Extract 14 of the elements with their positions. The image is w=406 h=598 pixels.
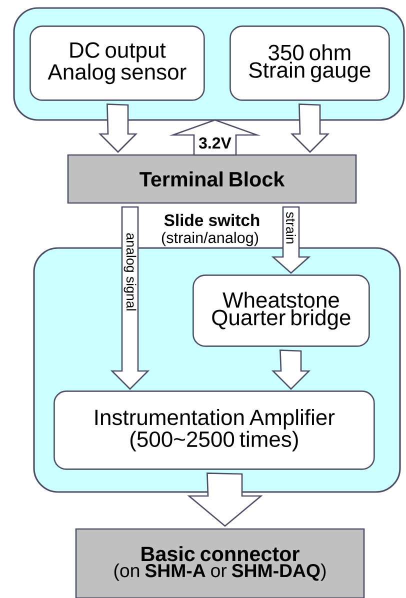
sensor-box: 350 ohm Strain gauge [230, 26, 390, 101]
edge-label: 3.2V [198, 136, 232, 150]
block-arrow [290, 104, 330, 153]
connector-box: Basic connector (on SHM-A or SHM-DAQ) [75, 528, 365, 598]
bridge-box: Wheatstone Quarter bridge [192, 274, 370, 347]
amplifier-box: Instrumentation Amplifier (500~2500 times) [54, 390, 375, 470]
edge-label: strain [285, 211, 297, 245]
sensor-box: DC output Analog sensor [30, 26, 205, 101]
block-arrow [98, 104, 138, 153]
block-arrow [187, 472, 263, 527]
switch-label: Slide switch [164, 214, 260, 226]
edge-label: analog signal [123, 232, 137, 312]
switch-label: (strain/analog) [162, 232, 258, 246]
terminal-block: Terminal Block [67, 154, 357, 204]
